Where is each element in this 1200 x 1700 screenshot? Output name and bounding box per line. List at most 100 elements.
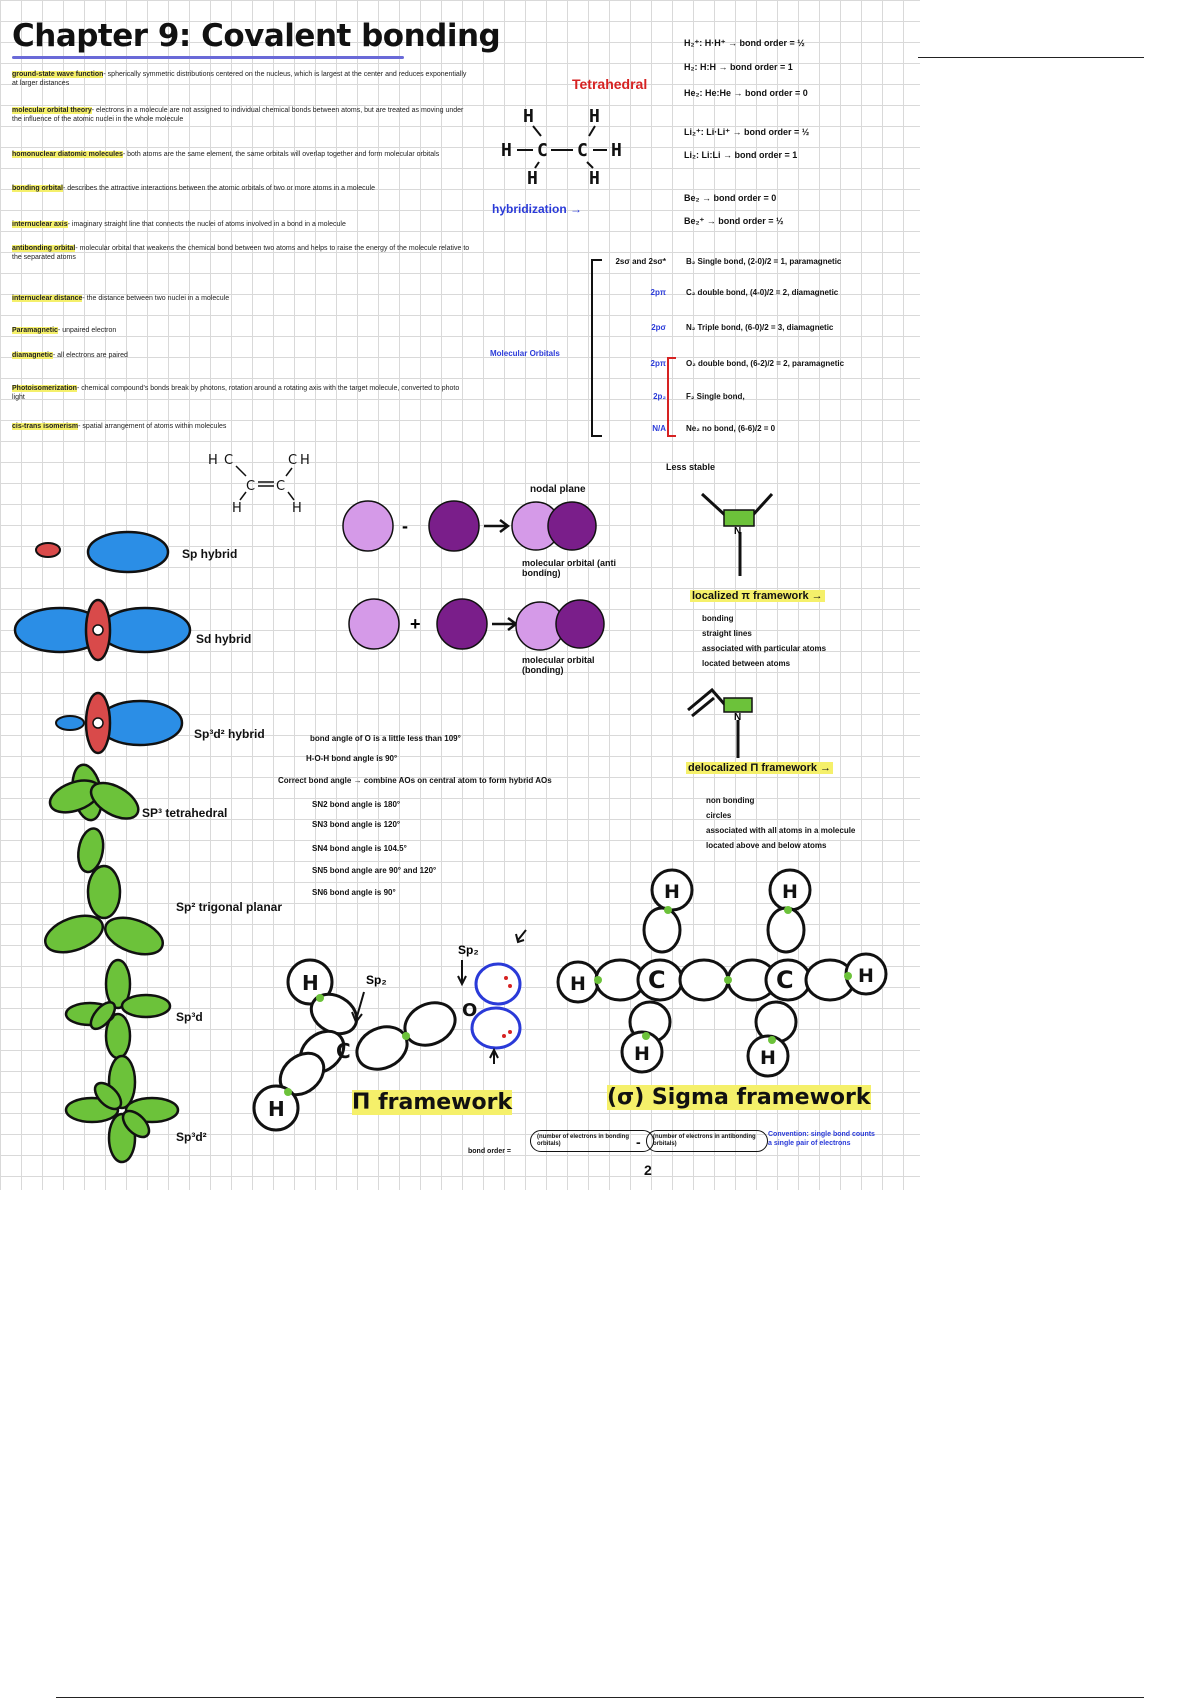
sigma-framework-title: (σ) Sigma framework [607,1085,871,1110]
atom-h: H [268,1097,285,1121]
definition-item: ground-state wave function- spherically … [12,70,472,88]
delocalized-item: non bonding [706,796,755,805]
title-underline [12,56,404,59]
bond-order-item: Li₂⁺: Li·Li⁺ → bond order = ½ [684,127,810,137]
hybrid-label: Sd hybrid [196,632,252,646]
less-stable-label: Less stable [666,462,716,472]
formula-minus: - [636,1134,641,1150]
definition-text: - all electrons are paired [52,352,128,359]
bond-angle-item: bond angle of O is a little less than 10… [310,734,461,743]
bond-order-item: H₂⁺: H·H⁺ → bond order = ½ [684,38,805,48]
definition-text: - both atoms are the same element, the s… [122,151,440,158]
definition-item: bonding orbital- describes the attractiv… [12,184,472,193]
mo-orbital-label: 2pσ [651,323,666,332]
mo-row-text: C₂ double bond, (4-0)/2 = 2, diamagnetic [686,288,839,297]
atom-h: H [570,973,586,995]
mo-orbital-label: 2pπ [650,359,666,368]
atom-h: H [292,501,302,516]
atom-h: H [523,106,534,127]
atom-h: H [232,501,242,516]
atom-c: C [648,966,666,994]
butene-structure: H C C H C C H H [208,453,310,516]
definition-text: - unpaired electron [57,327,117,334]
hybrid-label: Sp³d² [176,1130,207,1144]
mo-row-text: Ne₂ no bond, (6-6)/2 = 0 [686,424,776,433]
mo-orbital-label: 2sσ and 2sσ* [615,257,666,266]
bond-order-note: Convention: single bond counts a single … [768,1131,875,1147]
o2-bracket [667,357,676,437]
atom-h: H [760,1047,776,1069]
mo-row-text: N₂ Triple bond, (6-0)/2 = 3, diamagnetic [686,323,834,332]
atom-c: C [246,479,255,494]
nodal-plane-label: nodal plane [530,484,586,495]
definition-text: - imaginary straight line that connects … [67,221,346,228]
delocalized-item: located above and below atoms [706,841,827,850]
atom-n: N [734,712,741,723]
sigma-framework-diagram: H H H H H H C C [556,868,888,1078]
definition-item: molecular orbital theory- electrons in a… [12,106,472,124]
hybridization-label: hybridization → [492,202,582,216]
mo-orbital-label: 2p₂ [653,392,666,401]
bond-angle-item: Correct bond angle → combine AOs on cent… [278,776,552,785]
atom-c: C [537,140,548,161]
mo-row-text: F₂ Single bond, [686,392,745,401]
definition-text: - spherically symmetric distributions ce… [12,71,467,87]
mo-bracket [591,259,602,437]
bond-order-item: He₂: He:He → bond order = 0 [684,88,808,98]
localized-item: located between atoms [702,659,791,668]
mo-row-text: O₂ double bond, (6-2)/2 = 2, paramagneti… [686,359,845,368]
atom-c: C [336,1039,351,1063]
bond-order-item: Be₂ → bond order = 0 [684,193,777,203]
mo-row-text: B₂ Single bond, (2-0)/2 = 1, paramagneti… [686,257,842,266]
sp2-label: Sp₂ [366,973,387,987]
atom-h: H [302,971,319,995]
definition-item: Photoisomerization- chemical compound's … [12,384,472,402]
localized-item: associated with particular atoms [702,644,827,653]
atom-h: H [782,881,798,903]
ethane-structure: H H H C C H H H [501,106,622,189]
plus-sign: + [410,614,421,634]
atom-c: C [276,479,285,494]
atom-h: H [589,168,600,189]
delocalized-item: associated with all atoms in a molecule [706,826,856,835]
mo-antibonding-label: molecular orbital (anti bonding) [522,558,617,578]
localized-title: localized π framework → [690,590,825,602]
localized-item: straight lines [702,629,752,638]
bond-order-formula-label: bond order = [468,1148,511,1155]
atom-h: H [664,881,680,903]
definition-item: Paramagnetic- unpaired electron [12,326,472,335]
mo-orbital-label: 2pπ [650,288,666,297]
definition-text: - molecular orbital that weakens the che… [12,245,470,261]
hybrid-label: Sp hybrid [182,547,238,561]
bond-angle-item: SN3 bond angle is 120° [312,820,401,829]
definition-term: diamagnetic [12,352,53,359]
bond-order-item: H₂: H:H → bond order = 1 [684,62,793,72]
definition-term: bonding orbital [12,185,63,192]
definition-text: - spatial arrangement of atoms within mo… [78,423,227,430]
definition-item: homonuclear diatomic molecules- both ato… [12,150,472,159]
atom-n: N [734,526,741,537]
hybrid-label: Sp² trigonal planar [176,900,283,914]
molecular-orbitals-label: Molecular Orbitals [490,349,560,358]
atom-c: C [224,453,233,468]
sp2-label: Sp₂ [458,943,479,957]
atom-h: H [208,453,218,468]
bond-angle-item: SN5 bond angle are 90° and 120° [312,866,437,875]
definition-item: diamagnetic- all electrons are paired [12,351,472,360]
definition-text: - describes the attractive interactions … [62,185,375,192]
page-number: 2 [644,1162,652,1178]
bond-angle-item: SN2 bond angle is 180° [312,800,401,809]
definition-item: internuclear distance- the distance betw… [12,294,472,303]
atom-h: H [589,106,600,127]
hybrid-label: Sp³d² hybrid [194,727,265,741]
definition-term: molecular orbital theory [12,107,92,114]
atom-h: H [300,453,310,468]
tetrahedral-label: Tetrahedral [572,76,648,92]
bond-angle-item: H-O-H bond angle is 90° [306,754,398,763]
atom-h: H [527,168,538,189]
definition-term: cis-trans isomerism [12,423,79,430]
hybrid-orbitals [13,530,192,1164]
definition-item: cis-trans isomerism- spatial arrangement… [12,422,472,431]
atom-o: O [462,1000,477,1021]
definition-term: internuclear axis [12,221,68,228]
